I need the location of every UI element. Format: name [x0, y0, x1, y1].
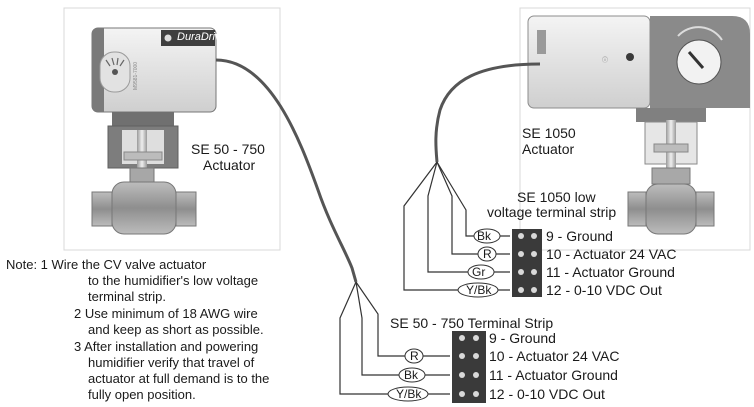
- left-strip-title: SE 50 - 750 Terminal Strip: [390, 315, 554, 331]
- note-2-line-1: 2 Use minimum of 18 AWG wire: [74, 306, 258, 321]
- note-3-line-3: actuator at full demand is to the: [88, 371, 270, 386]
- left-terminal-9: 9 - Ground: [489, 330, 556, 346]
- left-wire-tag-signal: Y/Bk: [396, 387, 422, 401]
- left-wire-tag-24vac: R: [410, 349, 419, 363]
- left-wire-tag-actuator-ground: Bk: [404, 368, 419, 382]
- svg-text:ⓘ: ⓘ: [602, 56, 608, 64]
- note-1-line-1: Note: 1 Wire the CV valve actuator: [6, 257, 207, 272]
- note-1-line-3: terminal strip.: [88, 289, 167, 304]
- right-terminal-11: 11 - Actuator Ground: [546, 264, 675, 280]
- note-3-line-4: fully open position.: [88, 387, 196, 402]
- right-actuator-label-model: SE 1050: [522, 125, 576, 141]
- right-wire-tag-24vac: R: [483, 247, 492, 261]
- left-actuator-label-model: SE 50 - 750: [191, 141, 265, 157]
- right-wire-tag-signal: Y/Bk: [466, 283, 492, 297]
- left-wire-fanout: [339, 281, 450, 395]
- right-terminal-10: 10 - Actuator 24 VAC: [546, 246, 677, 262]
- left-actuator-label-type: Actuator: [203, 157, 256, 173]
- notes-block: Note: 1 Wire the CV valve actuator to th…: [0, 253, 330, 407]
- right-actuator-cable: [434, 62, 541, 163]
- right-terminal-9: 9 - Ground: [546, 228, 613, 244]
- left-terminal-11: 11 - Actuator Ground: [489, 367, 618, 383]
- left-actuator-cable: [215, 58, 358, 283]
- right-wire-tag-ground: Bk: [477, 229, 492, 243]
- left-actuator-illustration: M9581-7000: [91, 27, 217, 235]
- right-strip-title-line2: voltage terminal strip: [487, 204, 617, 220]
- brand-logo: DuraDrive: [177, 31, 227, 43]
- right-terminal-12: 12 - 0-10 VDC Out: [546, 282, 662, 298]
- left-terminal-12: 12 - 0-10 VDC Out: [489, 386, 605, 402]
- right-wire-tag-actuator-ground: Gr: [472, 265, 486, 279]
- note-3-line-1: 3 After installation and powering: [74, 339, 259, 354]
- left-terminal-10: 10 - Actuator 24 VAC: [489, 348, 620, 364]
- right-actuator-label-type: Actuator: [522, 141, 575, 157]
- svg-text:M9581-7000: M9581-7000: [133, 62, 139, 90]
- note-3-line-2: humidifier verify that travel of: [88, 355, 255, 370]
- right-strip-title-line1: SE 1050 low: [517, 189, 596, 205]
- wire-tag-ovals: [387, 228, 501, 402]
- left-terminal-block: [452, 331, 486, 403]
- right-actuator-illustration: ⓘ: [527, 15, 750, 235]
- right-terminal-block: [512, 229, 542, 297]
- note-1-line-2: to the humidifier's low voltage: [88, 273, 259, 288]
- note-2-line-2: and keep as short as possible.: [88, 322, 264, 337]
